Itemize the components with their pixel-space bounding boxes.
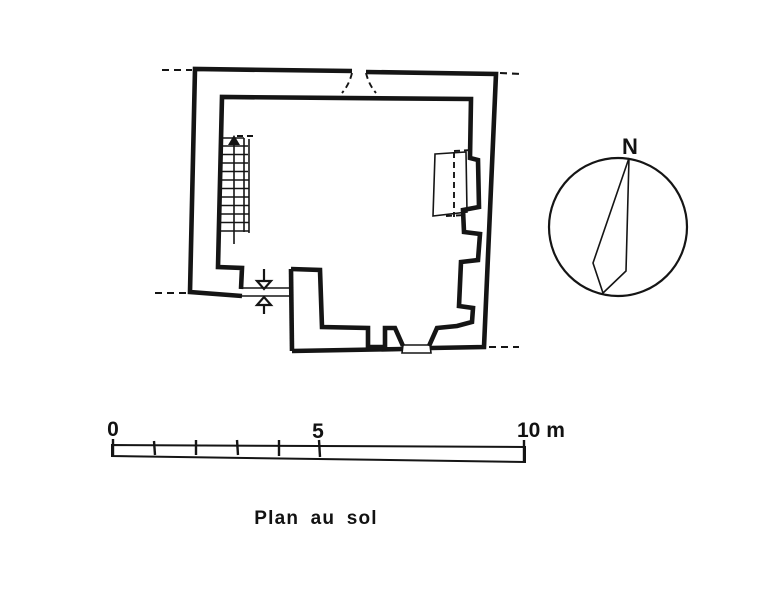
- staircase-up-arrow: [228, 135, 240, 145]
- inner-wall-south-west: [290, 266, 406, 350]
- arch-dash-right: [365, 72, 377, 94]
- entrance-threshold: [401, 344, 432, 354]
- north-compass: N: [547, 134, 689, 298]
- scale-bar: 0 5 10 m: [107, 418, 565, 464]
- door-arrow-down: [254, 269, 274, 291]
- inner-wall-main: [215, 94, 483, 347]
- scale-label-0: 0: [107, 418, 119, 441]
- reference-dash-top-right: [499, 71, 523, 76]
- west-doorway: [240, 269, 291, 314]
- window-dash-bottom: [445, 214, 467, 217]
- outer-wall: [187, 66, 499, 354]
- drawing-title: Plan au sol: [254, 508, 378, 529]
- scale-label-5: 5: [312, 420, 324, 443]
- staircase: [220, 135, 257, 244]
- inner-wall: [215, 94, 483, 350]
- building-plan: [155, 66, 523, 354]
- window-box: [432, 151, 468, 217]
- north-arch-opening: [341, 72, 377, 94]
- reference-lines: [155, 68, 523, 349]
- window-dash-top: [453, 149, 472, 152]
- outer-wall-bottom-left: [291, 346, 404, 354]
- compass-north-label: N: [622, 134, 638, 159]
- door-pier-wall: [288, 268, 295, 352]
- outer-wall-left-top: [187, 66, 353, 299]
- east-window: [432, 149, 472, 217]
- scale-label-10m: 10 m: [517, 419, 565, 442]
- compass-needle: [592, 157, 630, 295]
- outer-wall-right-bottom: [365, 69, 499, 351]
- compass-circle: [547, 156, 689, 298]
- south-entrance: [401, 344, 432, 354]
- scale-bar-ticks: [111, 439, 526, 461]
- arch-dash-left: [341, 72, 353, 94]
- door-arrow-up: [254, 295, 274, 314]
